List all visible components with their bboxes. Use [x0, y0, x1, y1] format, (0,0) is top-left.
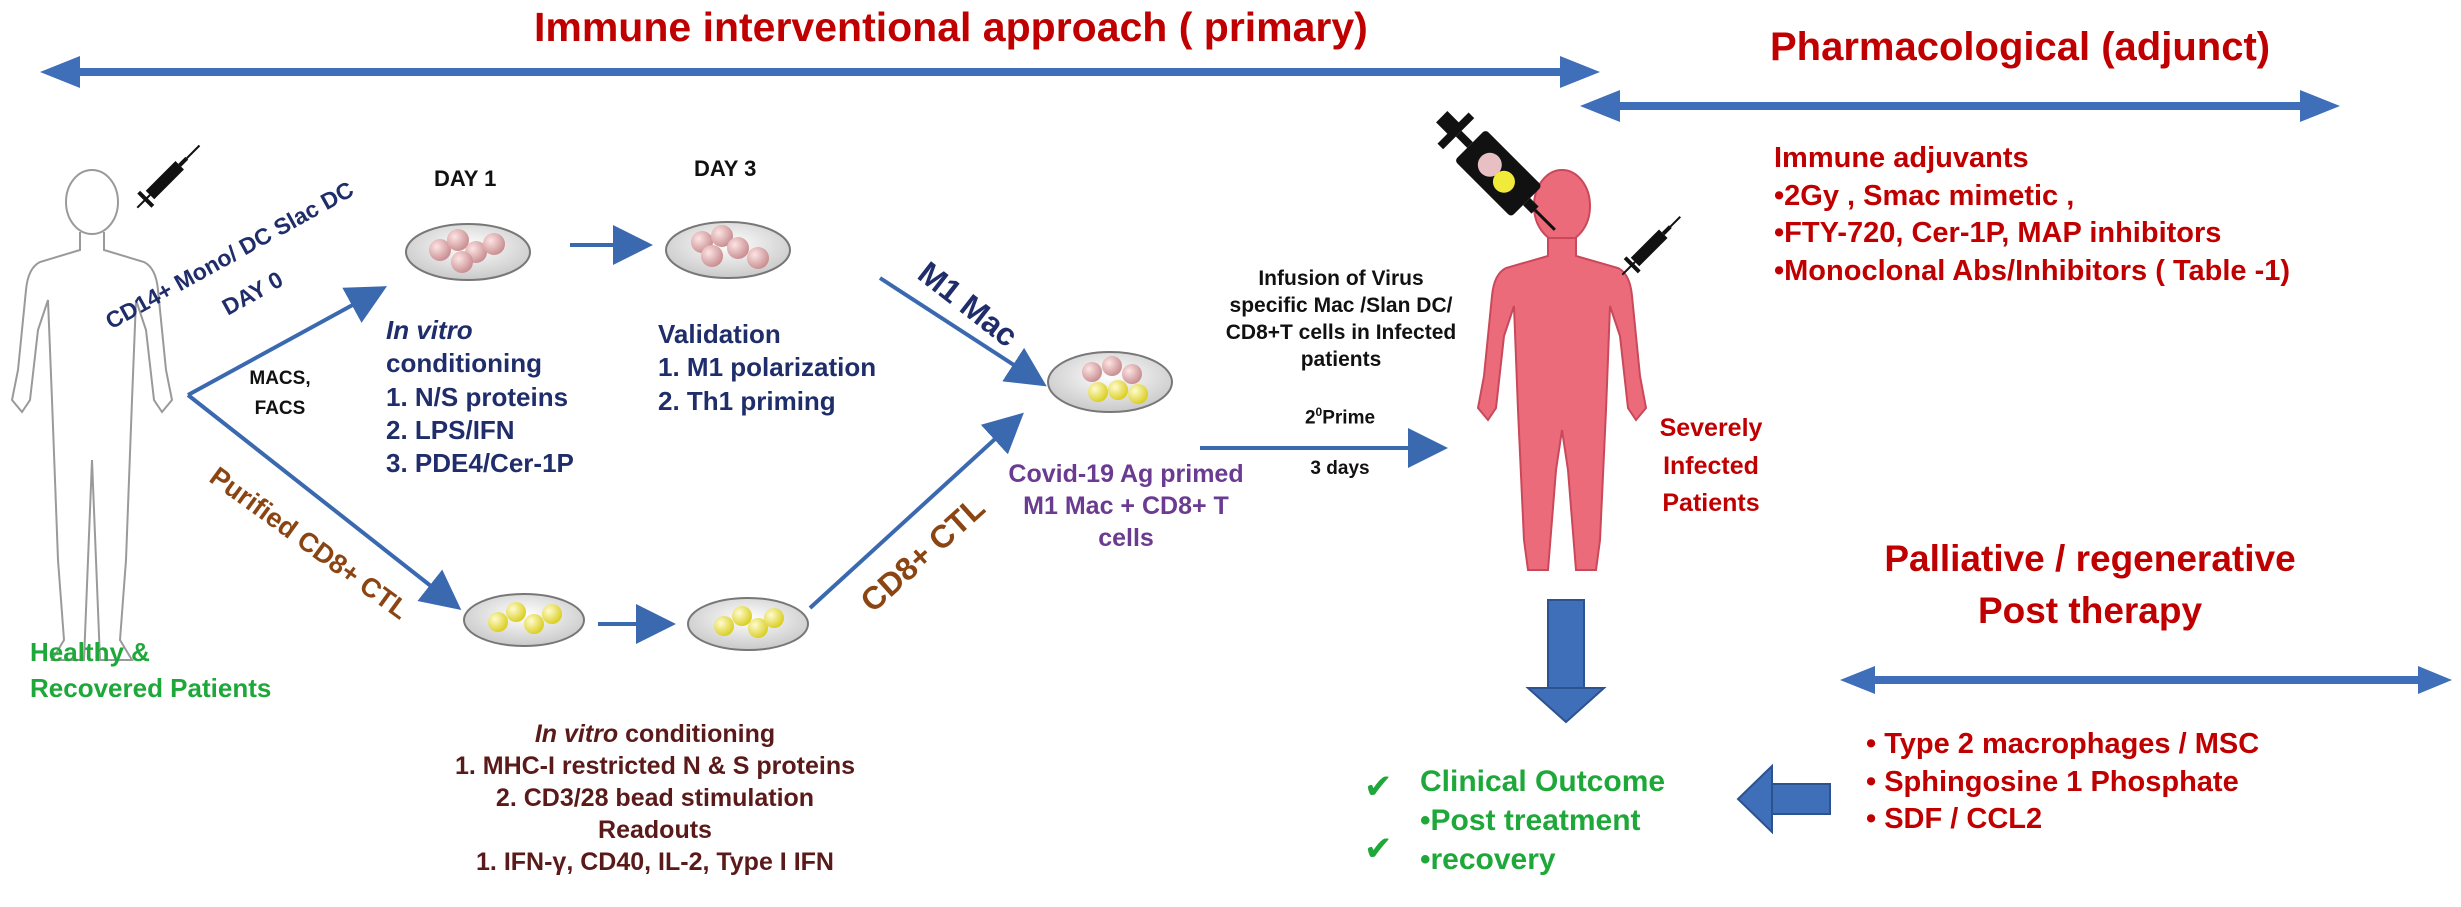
readouts-items: 1. IFN-γ, CD40, IL-2, Type I IFN [476, 848, 834, 876]
adjuvants-title: Immune adjuvants [1774, 142, 2029, 174]
prime-sup: 0 [1315, 405, 1323, 419]
title-primary: Immune interventional approach ( primary… [534, 4, 1368, 50]
outcome-block: Clinical Outcome •Post treatment •recove… [1420, 762, 1665, 879]
dish-day3 [665, 221, 791, 279]
infusion-block: Infusion of Virus specific Mac /Slan DC/… [1196, 266, 1486, 374]
validation-title: Validation [658, 319, 781, 349]
validation-item-2: 2. Th1 priming [658, 385, 836, 416]
adjuvants-item-3: •Monoclonal Abs/Inhibitors ( Table -1) [1774, 255, 2291, 288]
outcome-item-1: •Post treatment [1420, 804, 1641, 837]
infected-patient-figure [1476, 169, 1648, 571]
sort-label-line2: FACS [254, 398, 306, 419]
primary-span-arrow [40, 56, 1600, 88]
patients-line3: Patients [1662, 489, 1760, 517]
invitro-top-block: In vitro conditioning 1. N/S proteins 2.… [386, 314, 574, 480]
primed-line3: cells [1098, 524, 1154, 552]
validation-item-1: 1. M1 polarization [658, 352, 877, 383]
regenerative-item-2: • Sphingosine 1 Phosphate [1866, 765, 2239, 798]
sort-label-line1: MACS, [249, 368, 311, 389]
invitro-bottom-item-2: 2. CD3/28 bead stimulation [495, 784, 815, 812]
infusion-line4: patients [1300, 347, 1382, 371]
dish-cd8-1 [463, 593, 585, 647]
invitro-bottom-item-1: 1. MHC-I restricted N & S proteins [454, 752, 856, 780]
day1-label: DAY 1 [434, 166, 497, 191]
invitro-top-item-1: 1. N/S proteins [386, 381, 569, 412]
donor-label-line1: Healthy & [30, 637, 150, 667]
dish-day1 [405, 223, 531, 281]
small-syringe-icon [1621, 216, 1681, 276]
outcome-item-2: •recovery [1420, 843, 1556, 876]
adjuvants-item-2: •FTY-720, Cer-1P, MAP inhibitors [1774, 217, 2222, 250]
title-adjunct: Pharmacological (adjunct) [1770, 25, 2271, 69]
invitro-top-italic: In vitro [386, 315, 473, 345]
branch-arrows [186, 286, 462, 610]
dish-primed [1047, 351, 1173, 413]
cd8ctl-arrow [808, 412, 1024, 610]
regenerative-item-3: • SDF / CCL2 [1866, 803, 2043, 836]
title-palliative-line1: Palliative / regenerative [1884, 538, 2296, 579]
invitro-bottom-italic: In vitro [534, 720, 619, 748]
invitro-top-item-3: 3. PDE4/Cer-1P [386, 448, 574, 479]
infusion-line3: CD8+T cells in Infected [1225, 320, 1457, 344]
patients-line2: Infected [1663, 451, 1759, 480]
invitro-bottom-block: In vitro conditioning 1. MHC-I restricte… [400, 718, 910, 878]
healthy-donor-figure [10, 169, 174, 661]
adjunct-span-arrow [1580, 90, 2340, 122]
regenerative-item-1: • Type 2 macrophages / MSC [1866, 728, 2260, 760]
invitro-bottom-rest: conditioning [618, 720, 776, 748]
title-palliative-line2: Post therapy [1977, 590, 2203, 631]
m1mac-arrow [878, 276, 1047, 387]
day3-label: DAY 3 [694, 156, 757, 181]
palliative-span-arrow [1840, 666, 2452, 694]
adjuvants-block: Immune adjuvants •2Gy , Smac mimetic , •… [1774, 140, 2290, 291]
outcome-title: Clinical Outcome [1420, 765, 1666, 798]
dish-cd8-2 [687, 597, 809, 651]
prime-base: 2 [1304, 407, 1316, 429]
readouts-title: Readouts [598, 816, 712, 844]
regenerative-block: • Type 2 macrophages / MSC • Sphingosine… [1866, 726, 2259, 839]
syringe-icon [136, 144, 201, 209]
primed-block: Covid-19 Ag primed M1 Mac + CD8+ T cells [976, 458, 1276, 554]
invitro-bottom-heading: In vitro conditioning [400, 718, 910, 750]
infusion-line2: specific Mac /Slan DC/ [1229, 293, 1453, 317]
primed-line1: Covid-19 Ag primed [1008, 460, 1244, 488]
left-block-arrow [1736, 763, 1831, 835]
patients-block: Severely Infected Patients [1646, 410, 1776, 523]
invitro-top-item-2: 2. LPS/IFN [386, 414, 515, 445]
prime-word: Prime [1322, 407, 1376, 429]
validation-block: Validation 1. M1 polarization 2. Th1 pri… [658, 318, 876, 418]
check-icon: ✔ [1364, 829, 1393, 869]
check-icon: ✔ [1364, 767, 1393, 807]
invitro-top-line2: conditioning [386, 348, 542, 379]
duration-label: 3 days [1310, 458, 1370, 479]
infusion-line1: Infusion of Virus [1258, 267, 1424, 290]
large-syringe-icon [1436, 111, 1556, 231]
prime-label: 20Prime [1240, 405, 1440, 429]
patients-line1: Severely [1659, 414, 1763, 442]
primed-line2: M1 Mac + CD8+ T [1023, 492, 1229, 520]
donor-label-line2: Recovered Patients [30, 673, 272, 703]
adjuvants-item-1: •2Gy , Smac mimetic , [1774, 179, 2075, 212]
down-block-arrow [1525, 599, 1607, 724]
